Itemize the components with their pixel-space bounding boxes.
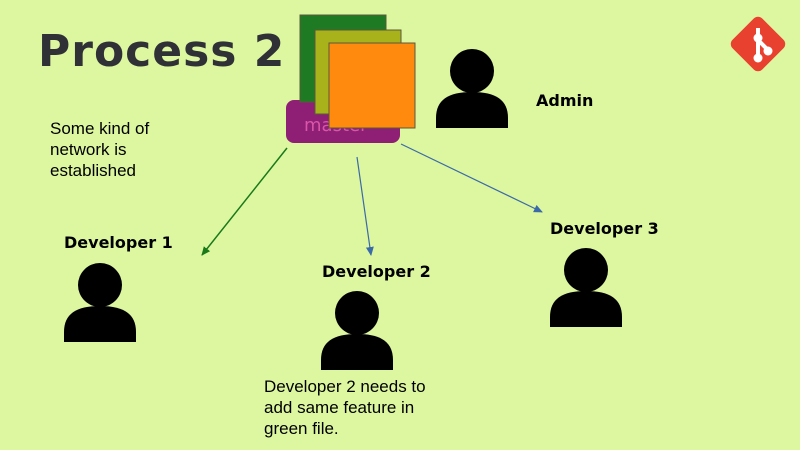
- developer-2-note-line-3: green file.: [264, 419, 339, 438]
- developer-2-label: Developer 2: [322, 262, 431, 281]
- arrow-to-developer-2: [356, 156, 374, 256]
- developer-2-note-line-2: add same feature in: [264, 398, 415, 417]
- developer-2-note: Developer 2 needs to add same feature in…: [264, 376, 426, 439]
- developer-2-note-line-1: Developer 2 needs to: [264, 377, 426, 396]
- orange-file: [328, 42, 416, 129]
- admin-person-icon: [436, 49, 508, 128]
- network-note-line-3: established: [50, 161, 137, 180]
- developer-1-label: Developer 1: [64, 233, 173, 252]
- network-note: Some kind of network is established: [50, 118, 149, 181]
- developer-3-label: Developer 3: [550, 219, 659, 238]
- slide-title: Process 2: [38, 26, 286, 77]
- developer-1-person-icon: [64, 263, 136, 342]
- arrow-to-developer-3: [400, 143, 543, 213]
- admin-label: Admin: [536, 91, 594, 110]
- network-note-line-2: network is: [50, 140, 127, 159]
- arrow-to-developer-1: [201, 147, 288, 256]
- git-logo-icon: [730, 16, 786, 72]
- developer-3-person-icon: [550, 248, 622, 327]
- network-note-line-1: Some kind of: [50, 119, 150, 138]
- developer-2-person-icon: [321, 291, 393, 370]
